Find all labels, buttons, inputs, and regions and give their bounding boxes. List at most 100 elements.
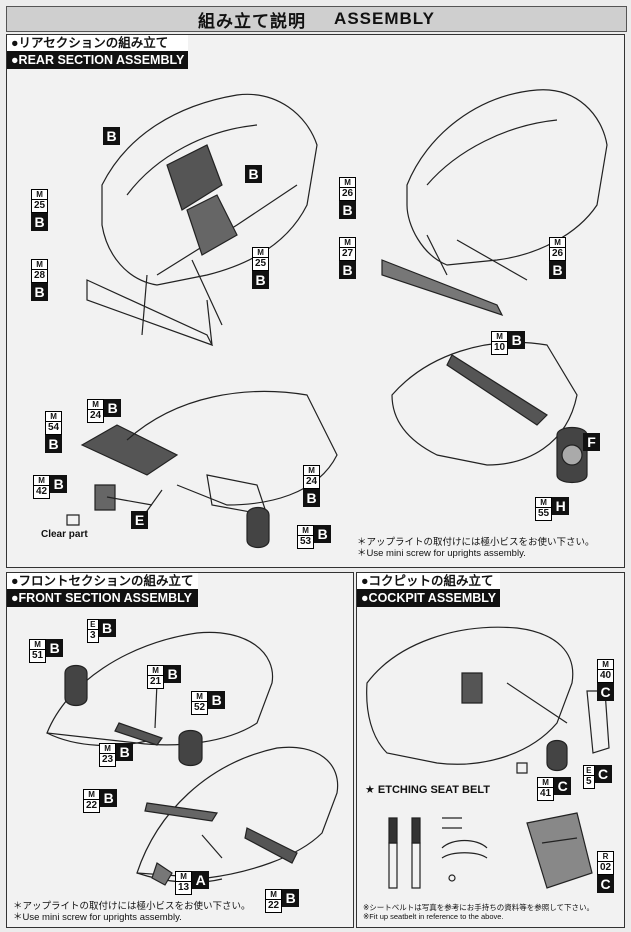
part-tag-r4-series: M	[32, 260, 48, 270]
part-tag-r9-letter: B	[104, 399, 122, 417]
front-section-note: ＊アップライトの取付けには極小ビスをお使い下さい。 ＊Use mini scre…	[13, 901, 251, 923]
part-tag-c1-series: M	[598, 660, 614, 670]
cockpit-note-jp: ※シートベルトは写真を参考にお手持ちの資料等を参照して下さい。	[363, 903, 595, 912]
part-tag-r6-letter: B	[339, 201, 357, 219]
part-tag-r5-series: M	[253, 248, 269, 258]
page-title-en: ASSEMBLY	[334, 9, 435, 28]
part-tag-c4-series: R	[598, 852, 614, 862]
front-section-title-jp: ●フロントセクションの組み立て	[7, 573, 198, 589]
part-tag-r5-num: 25	[255, 258, 267, 269]
part-tag-r7-series: M	[340, 238, 356, 248]
part-tag-f8-series: M	[266, 890, 282, 900]
part-tag-f6-series: M	[84, 790, 100, 800]
part-tag-f6-num: 22	[86, 800, 98, 811]
front-section-panel: ●フロントセクションの組み立て ●FRONT SECTION ASSEMBLY …	[6, 572, 354, 928]
part-tag-r4-letter: B	[31, 283, 49, 301]
clear-part-label: Clear part	[41, 529, 88, 540]
part-tag-f7-series: M	[176, 872, 192, 882]
part-tag-c4-num: 02	[600, 862, 612, 873]
part-tag-f5-letter: B	[116, 743, 134, 761]
part-tag-c1-num: 40	[600, 670, 612, 681]
part-tag-r8-series: M	[550, 238, 566, 248]
part-tag-f2-series: M	[30, 640, 46, 650]
part-tag-f5-series: M	[100, 744, 116, 754]
part-tag-r2: B	[245, 165, 262, 183]
part-tag-f6-letter: B	[100, 789, 118, 807]
rear-note-jp: ＊アップライトの取付けには極小ビスをお使い下さい。	[357, 537, 595, 548]
part-tag-r4-num: 28	[34, 270, 46, 281]
part-tag-c2-num: 5	[586, 776, 592, 787]
part-tag-c3-letter: C	[554, 777, 572, 795]
front-section-heading: ●フロントセクションの組み立て ●FRONT SECTION ASSEMBLY	[7, 573, 198, 607]
part-tag-f8-num: 22	[268, 900, 280, 911]
part-tag-r6-num: 26	[342, 188, 354, 199]
part-tag-f3-letter: B	[164, 665, 182, 683]
part-tag-r16-letter: F	[583, 433, 600, 451]
part-tag-f1-num: 3	[90, 630, 96, 641]
part-tag-r9-series: M	[88, 400, 104, 410]
part-tag-r12: E	[131, 511, 148, 529]
part-tag-r1: B	[103, 127, 120, 145]
part-tag-r5-letter: B	[252, 271, 270, 289]
part-tag-r16: F	[583, 433, 600, 451]
part-tag-r6-series: M	[340, 178, 356, 188]
cockpit-section-title-jp: ●コクピットの組み立て	[357, 573, 501, 589]
part-tag-r17-letter: H	[552, 497, 570, 515]
part-tag-f4-num: 52	[194, 702, 206, 713]
part-tag-r3-series: M	[32, 190, 48, 200]
part-tag-r10-letter: B	[45, 435, 63, 453]
part-tag-r13-num: 24	[306, 476, 318, 487]
front-note-en: ＊Use mini screw for uprights assembly.	[13, 912, 182, 923]
cockpit-section-panel: ●コクピットの組み立て ●COCKPIT ASSEMBLY	[356, 572, 625, 928]
front-section-drawing	[46, 631, 339, 886]
rear-section-title-jp: ●リアセクションの組み立て	[7, 35, 189, 51]
part-tag-f8-letter: B	[282, 889, 300, 907]
front-note-jp: ＊アップライトの取付けには極小ビスをお使い下さい。	[13, 901, 251, 912]
part-tag-r8-letter: B	[549, 261, 567, 279]
rear-section-drawing	[66, 89, 608, 549]
part-tag-c1-letter: C	[597, 683, 615, 701]
part-tag-r15-num: 10	[494, 342, 506, 353]
part-tag-r15-series: M	[492, 332, 508, 342]
part-tag-r13-series: M	[304, 466, 320, 476]
cockpit-section-heading: ●コクピットの組み立て ●COCKPIT ASSEMBLY	[357, 573, 501, 607]
part-tag-r14-letter: B	[314, 525, 332, 543]
part-tag-f3-series: M	[148, 666, 164, 676]
part-tag-r3-letter: B	[31, 213, 49, 231]
part-tag-f2-letter: B	[46, 639, 64, 657]
part-tag-r14-series: M	[298, 526, 314, 536]
part-tag-f5-num: 23	[102, 754, 114, 765]
part-tag-c2-series: E	[584, 766, 594, 776]
part-tag-f7-letter: A	[192, 871, 210, 889]
part-tag-r11-num: 42	[36, 486, 48, 497]
page-title-jp: 組み立て説明	[198, 11, 307, 31]
part-tag-r12-letter: E	[131, 511, 148, 529]
part-tag-c2-letter: C	[594, 765, 612, 783]
part-tag-r1-letter: B	[103, 127, 120, 145]
rear-section-note: ＊アップライトの取付けには極小ビスをお使い下さい。 ＊Use mini scre…	[357, 537, 595, 559]
part-tag-f4-series: M	[192, 692, 208, 702]
part-tag-r2-letter: B	[245, 165, 262, 183]
cockpit-section-drawing	[366, 626, 610, 889]
